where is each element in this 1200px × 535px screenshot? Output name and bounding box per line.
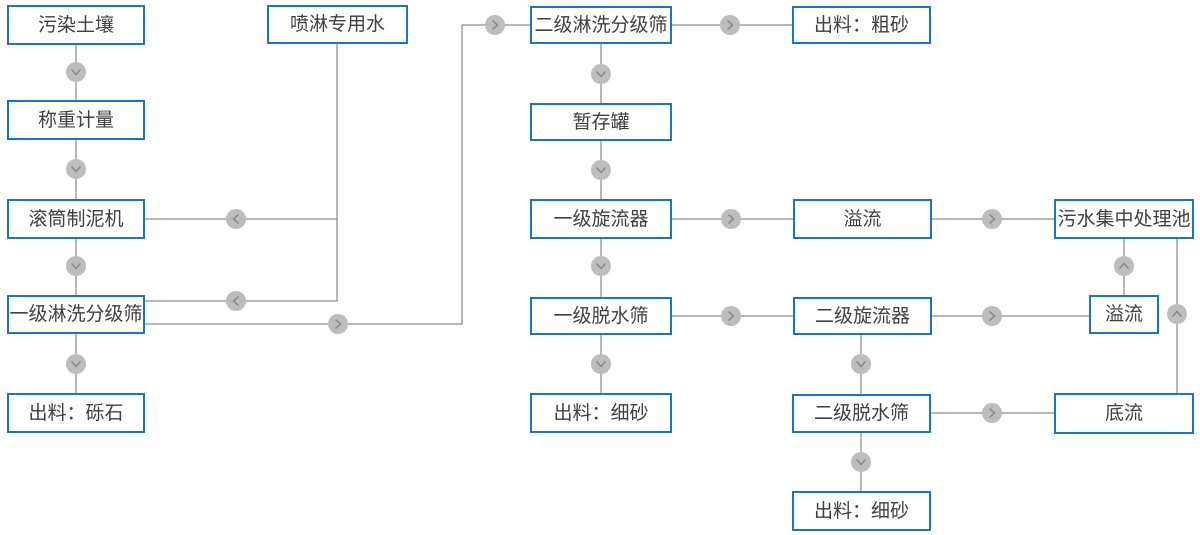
- node-underflow[interactable]: 底流: [1054, 393, 1194, 434]
- arrow-right-icon: [982, 306, 1002, 326]
- node-output-fine-sand-1[interactable]: 出料：细砂: [530, 393, 672, 433]
- arrow-down-icon: [591, 354, 611, 374]
- node-wastewater-treatment-pool[interactable]: 污水集中处理池: [1054, 199, 1194, 239]
- arrow-right-icon: [982, 209, 1002, 229]
- node-spray-water[interactable]: 喷淋专用水: [267, 5, 408, 44]
- node-buffer-tank[interactable]: 暂存罐: [530, 103, 672, 141]
- arrow-right-icon: [328, 314, 348, 334]
- node-label-wastewater-treatment-pool: 污水集中处理池: [1057, 207, 1191, 230]
- arrow-down-icon: [591, 256, 611, 276]
- arrow-right-icon: [982, 403, 1002, 423]
- node-overflow-1[interactable]: 溢流: [793, 199, 932, 239]
- arrow-down-icon: [66, 159, 86, 179]
- node-label-output-coarse-sand: 出料：粗砂: [813, 13, 909, 36]
- node-label-weighing: 称重计量: [37, 108, 114, 131]
- node-stage1-washing-screen[interactable]: 一级淋洗分级筛: [7, 295, 145, 334]
- node-stage2-dewatering-screen[interactable]: 二级脱水筛: [792, 394, 931, 433]
- arrow-up-icon: [1114, 256, 1134, 276]
- node-label-output-fine-sand-1: 出料：细砂: [553, 401, 649, 424]
- node-label-drum-mud-maker: 滚筒制泥机: [28, 207, 124, 230]
- edge-spray-water-to-drum-mud-maker: [145, 44, 338, 220]
- arrow-down-icon: [851, 452, 871, 472]
- arrow-right-icon: [721, 306, 741, 326]
- node-label-stage1-cyclone: 一级旋流器: [553, 207, 649, 230]
- node-output-gravel[interactable]: 出料：砾石: [7, 393, 145, 433]
- node-label-underflow: 底流: [1104, 402, 1143, 424]
- arrow-down-icon: [591, 160, 611, 180]
- node-stage1-dewatering-screen[interactable]: 一级脱水筛: [530, 297, 672, 335]
- node-label-stage1-dewatering-screen: 一级脱水筛: [553, 304, 649, 327]
- node-label-output-gravel: 出料：砾石: [28, 401, 124, 424]
- arrow-down-icon: [851, 354, 871, 374]
- node-stage2-cyclone[interactable]: 二级旋流器: [793, 297, 932, 335]
- node-label-stage2-cyclone: 二级旋流器: [814, 304, 910, 327]
- node-output-coarse-sand[interactable]: 出料：粗砂: [792, 6, 931, 44]
- node-stage1-cyclone[interactable]: 一级旋流器: [530, 199, 672, 239]
- arrow-left-icon: [226, 209, 246, 229]
- node-label-contaminated-soil: 污染土壤: [37, 13, 114, 36]
- arrow-up-icon: [1167, 304, 1187, 324]
- node-output-fine-sand-2[interactable]: 出料：细砂: [792, 491, 931, 531]
- node-label-buffer-tank: 暂存罐: [572, 110, 630, 133]
- node-label-spray-water: 喷淋专用水: [289, 13, 385, 35]
- node-stage2-washing-screen[interactable]: 二级淋洗分级筛: [530, 6, 672, 44]
- node-label-overflow-1: 溢流: [843, 207, 882, 230]
- arrow-right-icon: [485, 15, 505, 35]
- arrow-down-icon: [66, 62, 86, 82]
- edge-spray-water-to-stage1-washing-screen: [145, 219, 338, 302]
- node-label-stage2-dewatering-screen: 二级脱水筛: [813, 402, 909, 424]
- arrow-down-icon: [66, 256, 86, 276]
- arrow-down-icon: [591, 64, 611, 84]
- node-label-output-fine-sand-2: 出料：细砂: [813, 499, 909, 522]
- node-overflow-2[interactable]: 溢流: [1089, 295, 1159, 334]
- arrow-down-icon: [66, 354, 86, 374]
- arrow-right-icon: [720, 15, 740, 35]
- node-weighing[interactable]: 称重计量: [7, 100, 145, 140]
- node-drum-mud-maker[interactable]: 滚筒制泥机: [7, 199, 145, 239]
- node-label-overflow-2: 溢流: [1104, 303, 1143, 325]
- arrow-right-icon: [721, 209, 741, 229]
- node-label-stage2-washing-screen: 二级淋洗分级筛: [534, 13, 668, 36]
- arrow-left-icon: [226, 291, 246, 311]
- node-label-stage1-washing-screen: 一级淋洗分级筛: [9, 303, 143, 325]
- node-contaminated-soil[interactable]: 污染土壤: [7, 5, 145, 45]
